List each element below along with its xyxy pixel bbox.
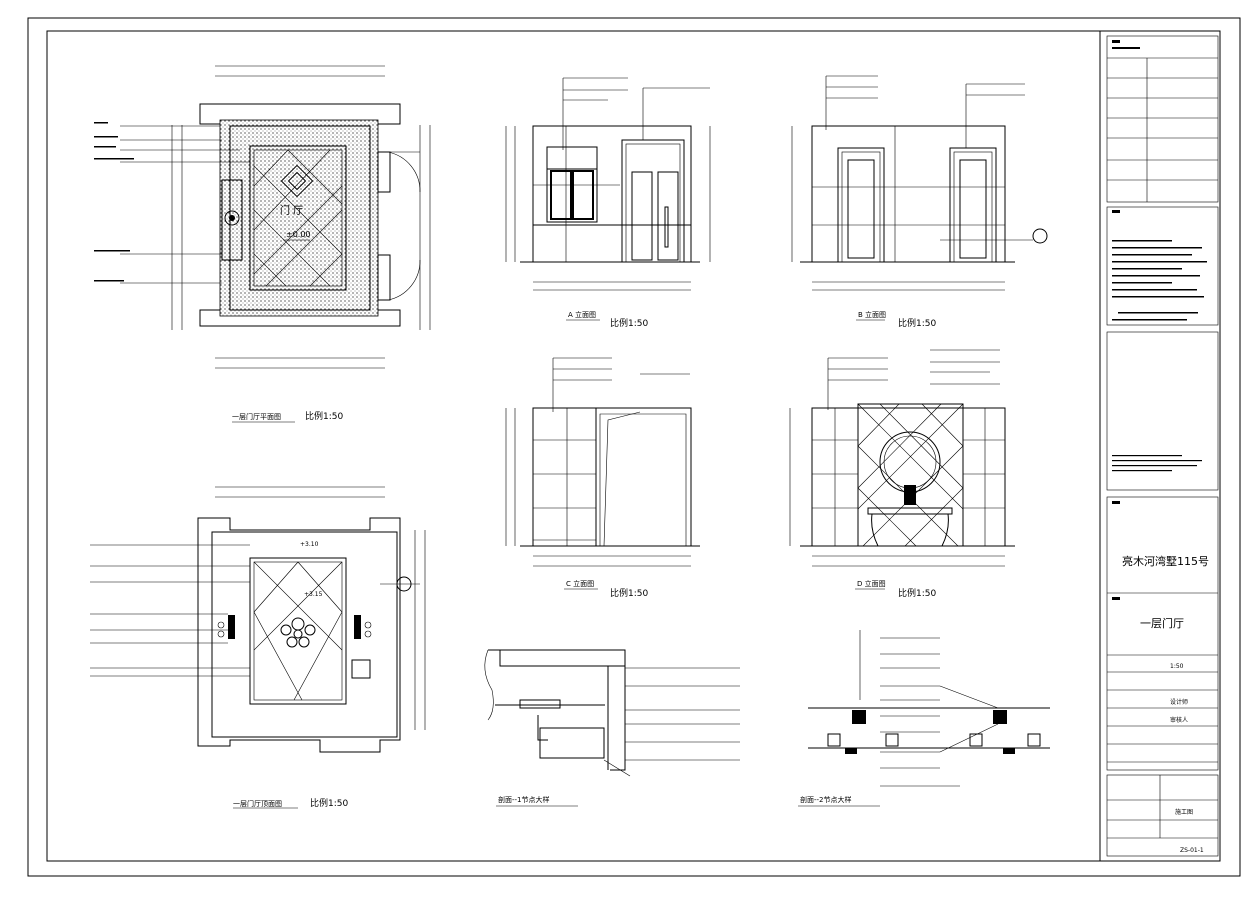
elev-a-scale: 比例1:50 <box>610 317 648 329</box>
scale-value: 1:50 <box>1170 663 1184 670</box>
elevation-c: C 立面图 比例1:50 <box>505 357 700 599</box>
drawing-no: ZS-01-1 <box>1180 847 1204 854</box>
detail-1: 剖面--1节点大样 <box>484 649 740 807</box>
checker: 审核人 <box>1170 716 1188 724</box>
plan-scale: 比例1:50 <box>305 410 343 422</box>
inner-frame <box>46 30 1221 862</box>
elevation-a: A 立面图 比例1:50 <box>505 77 711 329</box>
elev-a-title: A 立面图 <box>568 310 596 319</box>
ceiling-view: +3.10 +3.15 一层门厅顶面图 比例1:50 <box>90 486 426 809</box>
elev-d-scale: 比例1:50 <box>898 587 936 599</box>
elevation-d: D 立面图 比例1:50 <box>789 349 1015 599</box>
ceiling-level-a: +3.10 <box>300 541 319 548</box>
stage: 施工图 <box>1175 808 1193 816</box>
elev-c-scale: 比例1:50 <box>610 587 648 599</box>
plan-view: 门 厅 ±0.00 一层门厅平面图 比例1:50 <box>94 65 431 423</box>
elev-b-title: B 立面图 <box>858 310 886 319</box>
plan-room-name: 门 厅 <box>280 204 303 217</box>
detail-2: 剖面--2节点大样 <box>798 630 1050 807</box>
elevation-b: B 立面图 比例1:50 <box>791 75 1048 329</box>
designer: 设计师 <box>1170 698 1188 706</box>
detail-1-title: 剖面--1节点大样 <box>498 795 550 804</box>
elev-b-scale: 比例1:50 <box>898 317 936 329</box>
drawing-name: 一层门厅 <box>1140 616 1184 630</box>
detail-2-title: 剖面--2节点大样 <box>800 795 852 804</box>
title-block: 亮木河湾墅115号 一层门厅 1:50 设计师 审核人 施工图 ZS-01-1 <box>1106 35 1219 857</box>
elev-c-title: C 立面图 <box>566 579 594 588</box>
elev-d-title: D 立面图 <box>857 579 886 588</box>
plan-title: 一层门厅平面图 <box>232 412 281 421</box>
ceiling-scale: 比例1:50 <box>310 797 348 809</box>
ceiling-title: 一层门厅顶面图 <box>233 799 282 808</box>
plan-level: ±0.00 <box>286 230 311 239</box>
project-name: 亮木河湾墅115号 <box>1122 554 1209 568</box>
outer-frame <box>27 17 1241 877</box>
ceiling-level-b: +3.15 <box>304 591 323 598</box>
